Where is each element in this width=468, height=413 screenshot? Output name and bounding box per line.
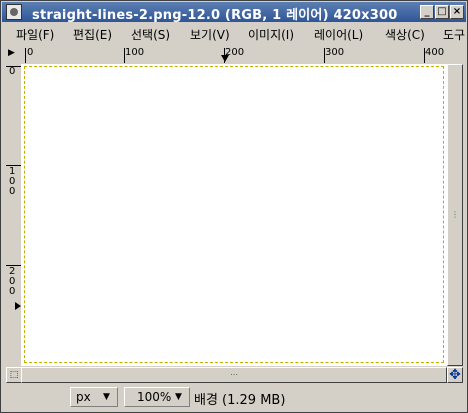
status-bar: px ▼ 100% ▼ 배경 (1.29 MB) [2, 385, 466, 409]
ruler-tick [324, 48, 325, 63]
unit-value: px [76, 390, 91, 404]
unit-selector[interactable]: px ▼ [70, 387, 118, 407]
navigate-icon[interactable]: ✥ [447, 367, 463, 383]
horizontal-ruler[interactable]: 0 100 200 300 400 [21, 46, 447, 65]
horizontal-scrollbar[interactable]: ⋯ [21, 367, 447, 383]
menu-arrow-icon[interactable]: ▶ [8, 48, 15, 58]
ruler-label: 100 [9, 166, 16, 197]
menu-file[interactable]: 파일(F) [16, 28, 55, 42]
app-icon[interactable] [6, 4, 22, 20]
maximize-button[interactable]: □ [435, 5, 449, 19]
title-bar[interactable]: straight-lines-2.png-12.0 (RGB, 1 레이어) 4… [2, 2, 466, 23]
layer-boundary [24, 66, 444, 363]
ruler-tick [124, 48, 125, 63]
status-info: 배경 (1.29 MB) [194, 393, 286, 408]
canvas[interactable] [21, 64, 447, 366]
ruler-label: 200 [9, 266, 16, 297]
menu-select[interactable]: 선택(S) [131, 28, 171, 42]
quick-mask-icon[interactable]: ⬚ [6, 367, 22, 383]
ruler-label: 0 [9, 66, 16, 77]
cursor-marker-icon [221, 55, 229, 62]
minimize-button[interactable]: _ [420, 5, 434, 19]
menu-color[interactable]: 색상(C) [385, 28, 425, 42]
menu-edit[interactable]: 편집(E) [73, 28, 113, 42]
close-button[interactable]: × [450, 5, 464, 19]
ruler-label: 300 [325, 47, 345, 58]
menu-image[interactable]: 이미지(I) [248, 28, 295, 42]
window-title: straight-lines-2.png-12.0 (RGB, 1 레이어) 4… [32, 8, 398, 23]
ruler-label: 0 [27, 47, 34, 58]
ruler-label: 400 [425, 47, 445, 58]
zoom-selector[interactable]: 100% ▼ [124, 387, 190, 407]
ruler-label: 100 [125, 47, 145, 58]
vertical-scrollbar[interactable]: ⋮ [447, 64, 463, 366]
horizontal-scroll-thumb[interactable]: ⋯ [21, 367, 447, 383]
ruler-tick [6, 165, 21, 166]
zoom-value: 100% [137, 390, 172, 404]
ruler-label: 200 [225, 47, 245, 58]
vertical-scroll-thumb[interactable]: ⋮ [447, 64, 463, 366]
menu-layer[interactable]: 레이어(L) [314, 28, 364, 42]
ruler-tick [25, 48, 26, 63]
dropdown-arrow-icon: ▼ [103, 392, 110, 402]
ruler-tick [6, 66, 21, 67]
menu-view[interactable]: 보기(V) [190, 28, 230, 42]
menu-tools[interactable]: 도구 [443, 28, 466, 42]
vertical-ruler[interactable]: 0 100 200 [6, 64, 22, 366]
ruler-tick [424, 48, 425, 63]
menu-bar: 파일(F) 편집(E) 선택(S) 보기(V) 이미지(I) 레이어(L) 색상… [2, 23, 466, 43]
ruler-tick [6, 265, 21, 266]
cursor-marker-icon [15, 302, 21, 310]
dropdown-arrow-icon: ▼ [175, 392, 182, 402]
